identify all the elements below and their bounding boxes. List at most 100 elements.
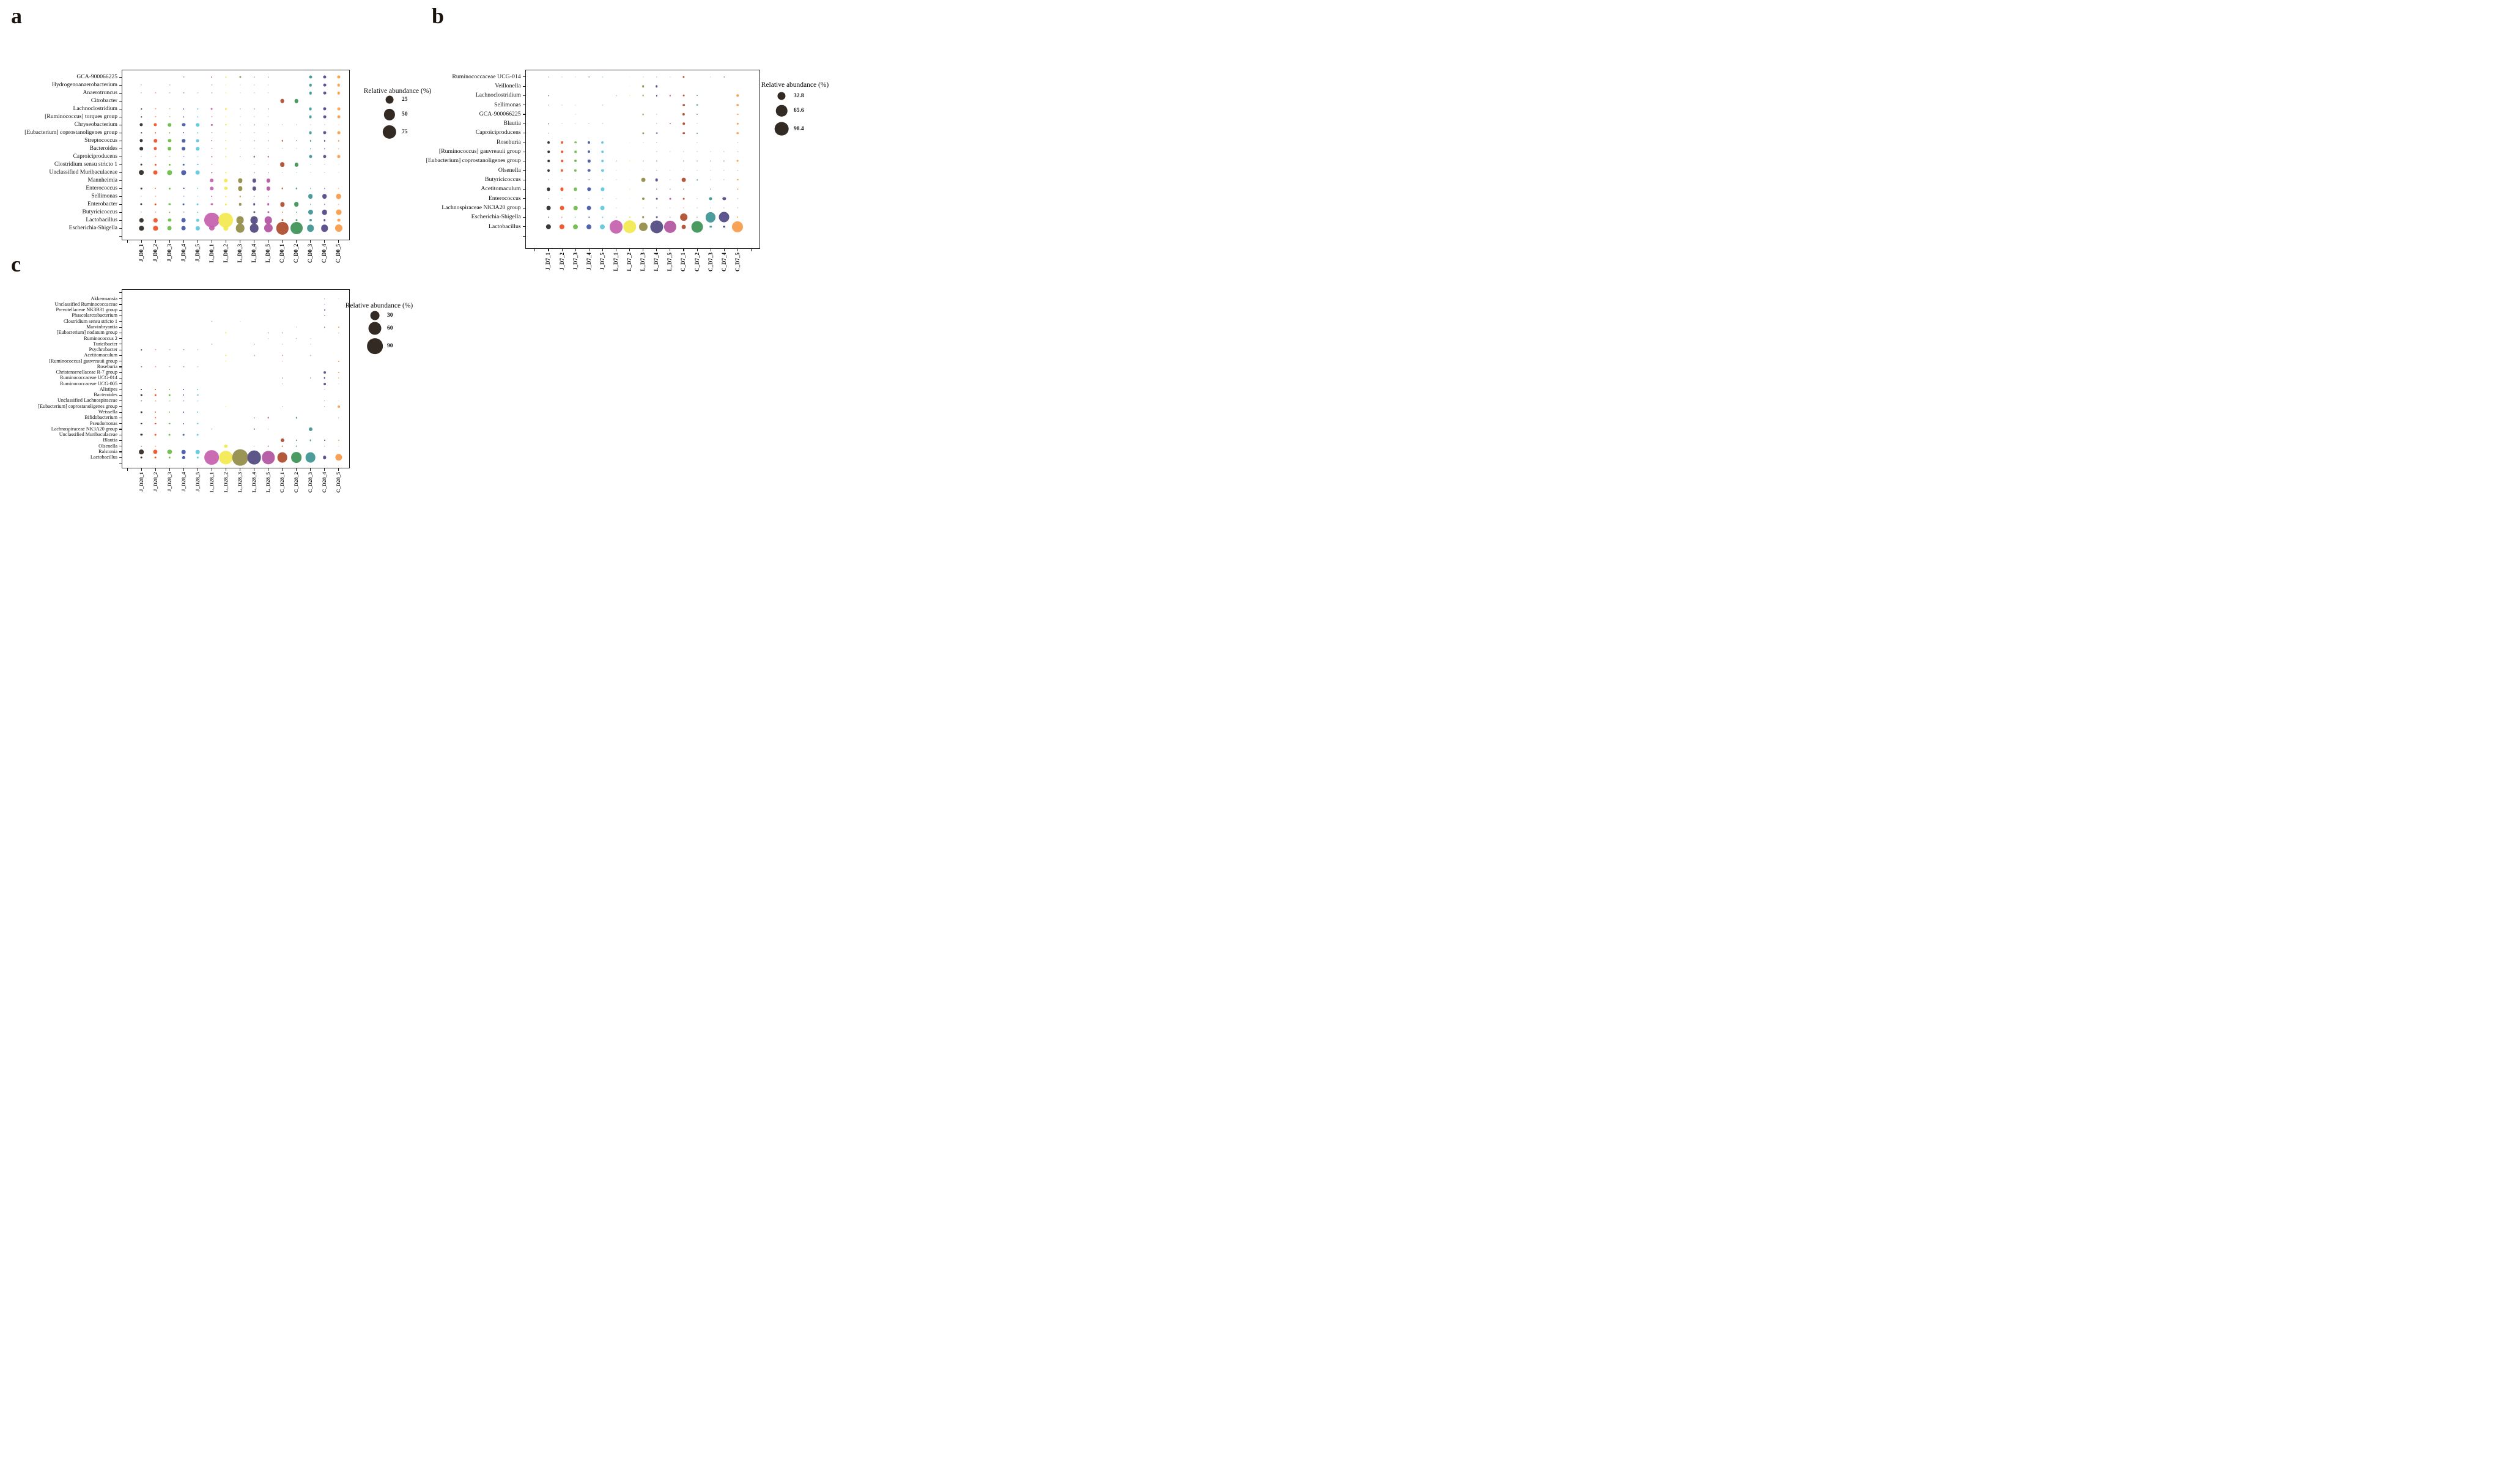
bubble: [183, 108, 185, 110]
bubble: [338, 327, 339, 328]
bubble: [204, 450, 220, 465]
bubble: [141, 188, 142, 190]
bubble: [196, 123, 200, 127]
y-tick: [522, 95, 525, 96]
y-tick: [119, 298, 122, 300]
bubble: [560, 169, 564, 172]
bubble: [225, 140, 227, 142]
bubble: [310, 172, 311, 173]
col-label: J_D0_3: [166, 244, 172, 262]
y-tick: [119, 180, 122, 181]
row-label: Ruminococcaceae UCG-014: [60, 375, 117, 381]
row-label: Streptococcus: [84, 137, 117, 144]
bubble: [696, 104, 698, 106]
row-label: [Ruminococcus] gauvreauii group: [438, 148, 521, 155]
x-tick: [534, 249, 536, 251]
y-tick: [119, 383, 122, 385]
bubble: [167, 170, 172, 175]
bubble: [281, 212, 283, 213]
legend-value: 60: [387, 325, 393, 331]
x-tick: [183, 240, 184, 243]
y-tick: [119, 84, 122, 86]
bubble: [323, 75, 327, 79]
x-tick: [127, 468, 128, 471]
bubble: [196, 147, 200, 151]
col-label: L_D0_1: [208, 244, 215, 263]
x-tick: [602, 249, 603, 251]
legend-value: 98.4: [794, 125, 804, 132]
bubble: [574, 141, 577, 144]
bubble: [638, 222, 648, 231]
bubble: [337, 107, 341, 111]
row-label: Chryseobacterium: [74, 121, 117, 128]
bubble: [547, 160, 550, 163]
bubble: [641, 197, 645, 200]
bubble: [309, 107, 312, 111]
bubble: [204, 213, 220, 228]
row-label: Turicibacter: [93, 341, 117, 347]
col-label: C_D0_3: [307, 244, 314, 263]
bubble: [141, 394, 142, 396]
bubble: [588, 179, 590, 180]
bubble: [196, 170, 200, 175]
y-tick: [119, 451, 122, 452]
bubble: [681, 177, 686, 182]
bubble: [235, 224, 245, 233]
x-tick: [683, 249, 684, 251]
col-label: L_D28_4: [251, 472, 257, 493]
bubble: [629, 95, 630, 96]
bubble: [253, 196, 255, 197]
col-label: C_D7_2: [693, 253, 700, 271]
bubble: [183, 116, 185, 118]
bubble: [323, 406, 325, 407]
bubble: [224, 445, 228, 448]
bubble: [295, 417, 297, 419]
x-tick: [282, 240, 283, 243]
y-tick: [522, 86, 525, 87]
x-tick: [324, 468, 325, 471]
col-label: J_D7_4: [585, 253, 592, 270]
bubble: [155, 394, 157, 396]
bubble: [281, 445, 283, 448]
row-label: Acetitomaculum: [481, 185, 521, 193]
panel-letter-c: c: [11, 252, 21, 276]
bubble: [547, 169, 550, 172]
bubble: [574, 160, 577, 163]
bubble: [709, 225, 712, 228]
col-label: J_D7_3: [572, 253, 578, 270]
bubble: [310, 355, 311, 356]
x-tick: [548, 249, 549, 251]
bubble: [211, 124, 213, 126]
bubble: [629, 216, 630, 218]
bubble: [588, 169, 591, 172]
row-label: Clostridium sensu stricto 1: [63, 318, 117, 324]
row-label: Ruminococcaceae UCG-005: [60, 380, 117, 386]
bubble: [338, 298, 339, 300]
bubble: [736, 94, 739, 97]
bubble: [281, 383, 283, 385]
bubble: [281, 219, 284, 221]
bubble: [236, 216, 244, 224]
x-tick: [141, 240, 142, 243]
bubble: [547, 150, 550, 153]
bubble: [655, 85, 658, 87]
bubble: [641, 85, 645, 87]
bubble: [641, 216, 645, 219]
bubble: [309, 219, 312, 222]
plot-area-c: [122, 289, 350, 468]
legend-bubble: [775, 105, 788, 117]
bubble: [141, 349, 142, 350]
y-tick: [119, 394, 122, 396]
legend-value: 75: [402, 128, 408, 135]
bubble: [169, 212, 171, 213]
row-label: Unclassified Muribaculaceae: [49, 169, 117, 176]
bubble: [602, 216, 604, 218]
bubble: [323, 155, 327, 158]
bubble: [629, 207, 630, 209]
bubble: [141, 366, 142, 367]
bubble: [574, 150, 577, 153]
bubble: [560, 187, 564, 191]
bubble: [264, 224, 273, 233]
bubble: [574, 169, 577, 172]
row-label: [Eubacterium] coprostanoligenes group: [38, 403, 117, 409]
